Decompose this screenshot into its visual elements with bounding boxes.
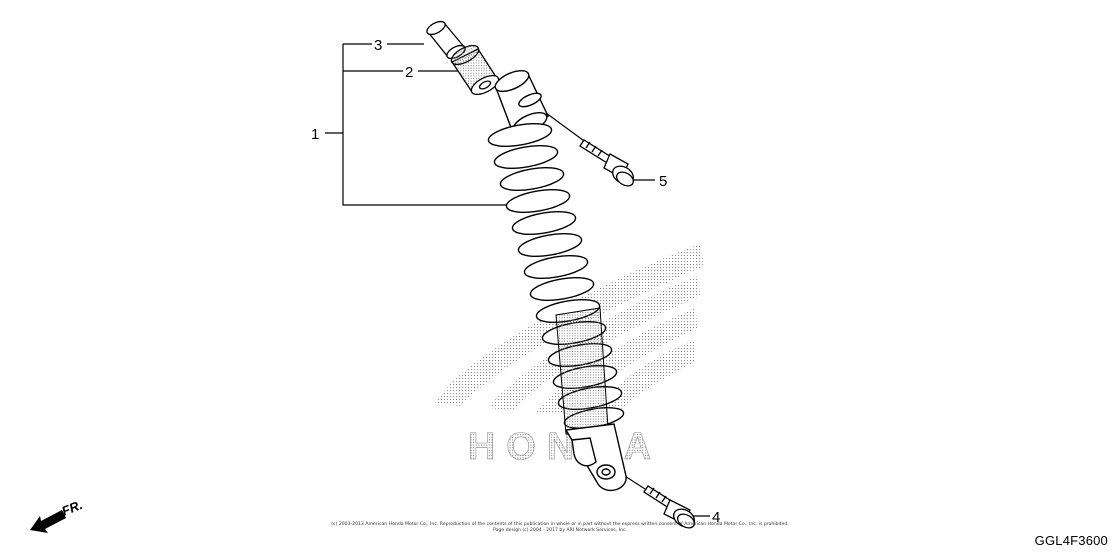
callout-2[interactable]: 2: [405, 64, 413, 81]
part-1-shock-absorber: [487, 69, 627, 492]
copyright-line-2: Page design (c) 2004 - 2017 by ARI Netwo…: [493, 528, 627, 533]
honda-wordmark-watermark: HONDA: [468, 426, 662, 468]
callout-1[interactable]: 1: [311, 126, 319, 143]
callout-5[interactable]: 5: [659, 173, 667, 190]
front-arrow-icon: [30, 510, 66, 533]
copyright-line-1: (c) 2003-2013 American Honda Motor Co., …: [331, 522, 789, 527]
front-label: FR.: [60, 497, 85, 519]
callout-4[interactable]: 4: [712, 509, 720, 526]
diagram-code: GGL4F3600: [1034, 533, 1108, 548]
part-5-upper-bolt: [579, 139, 635, 187]
copyright-notice: (c) 2003-2013 American Honda Motor Co., …: [300, 522, 820, 534]
part-4-lower-bolt: [643, 485, 696, 529]
part-2-bush: [450, 44, 500, 96]
callout-3[interactable]: 3: [374, 37, 382, 54]
front-direction-indicator: FR.: [30, 497, 85, 533]
